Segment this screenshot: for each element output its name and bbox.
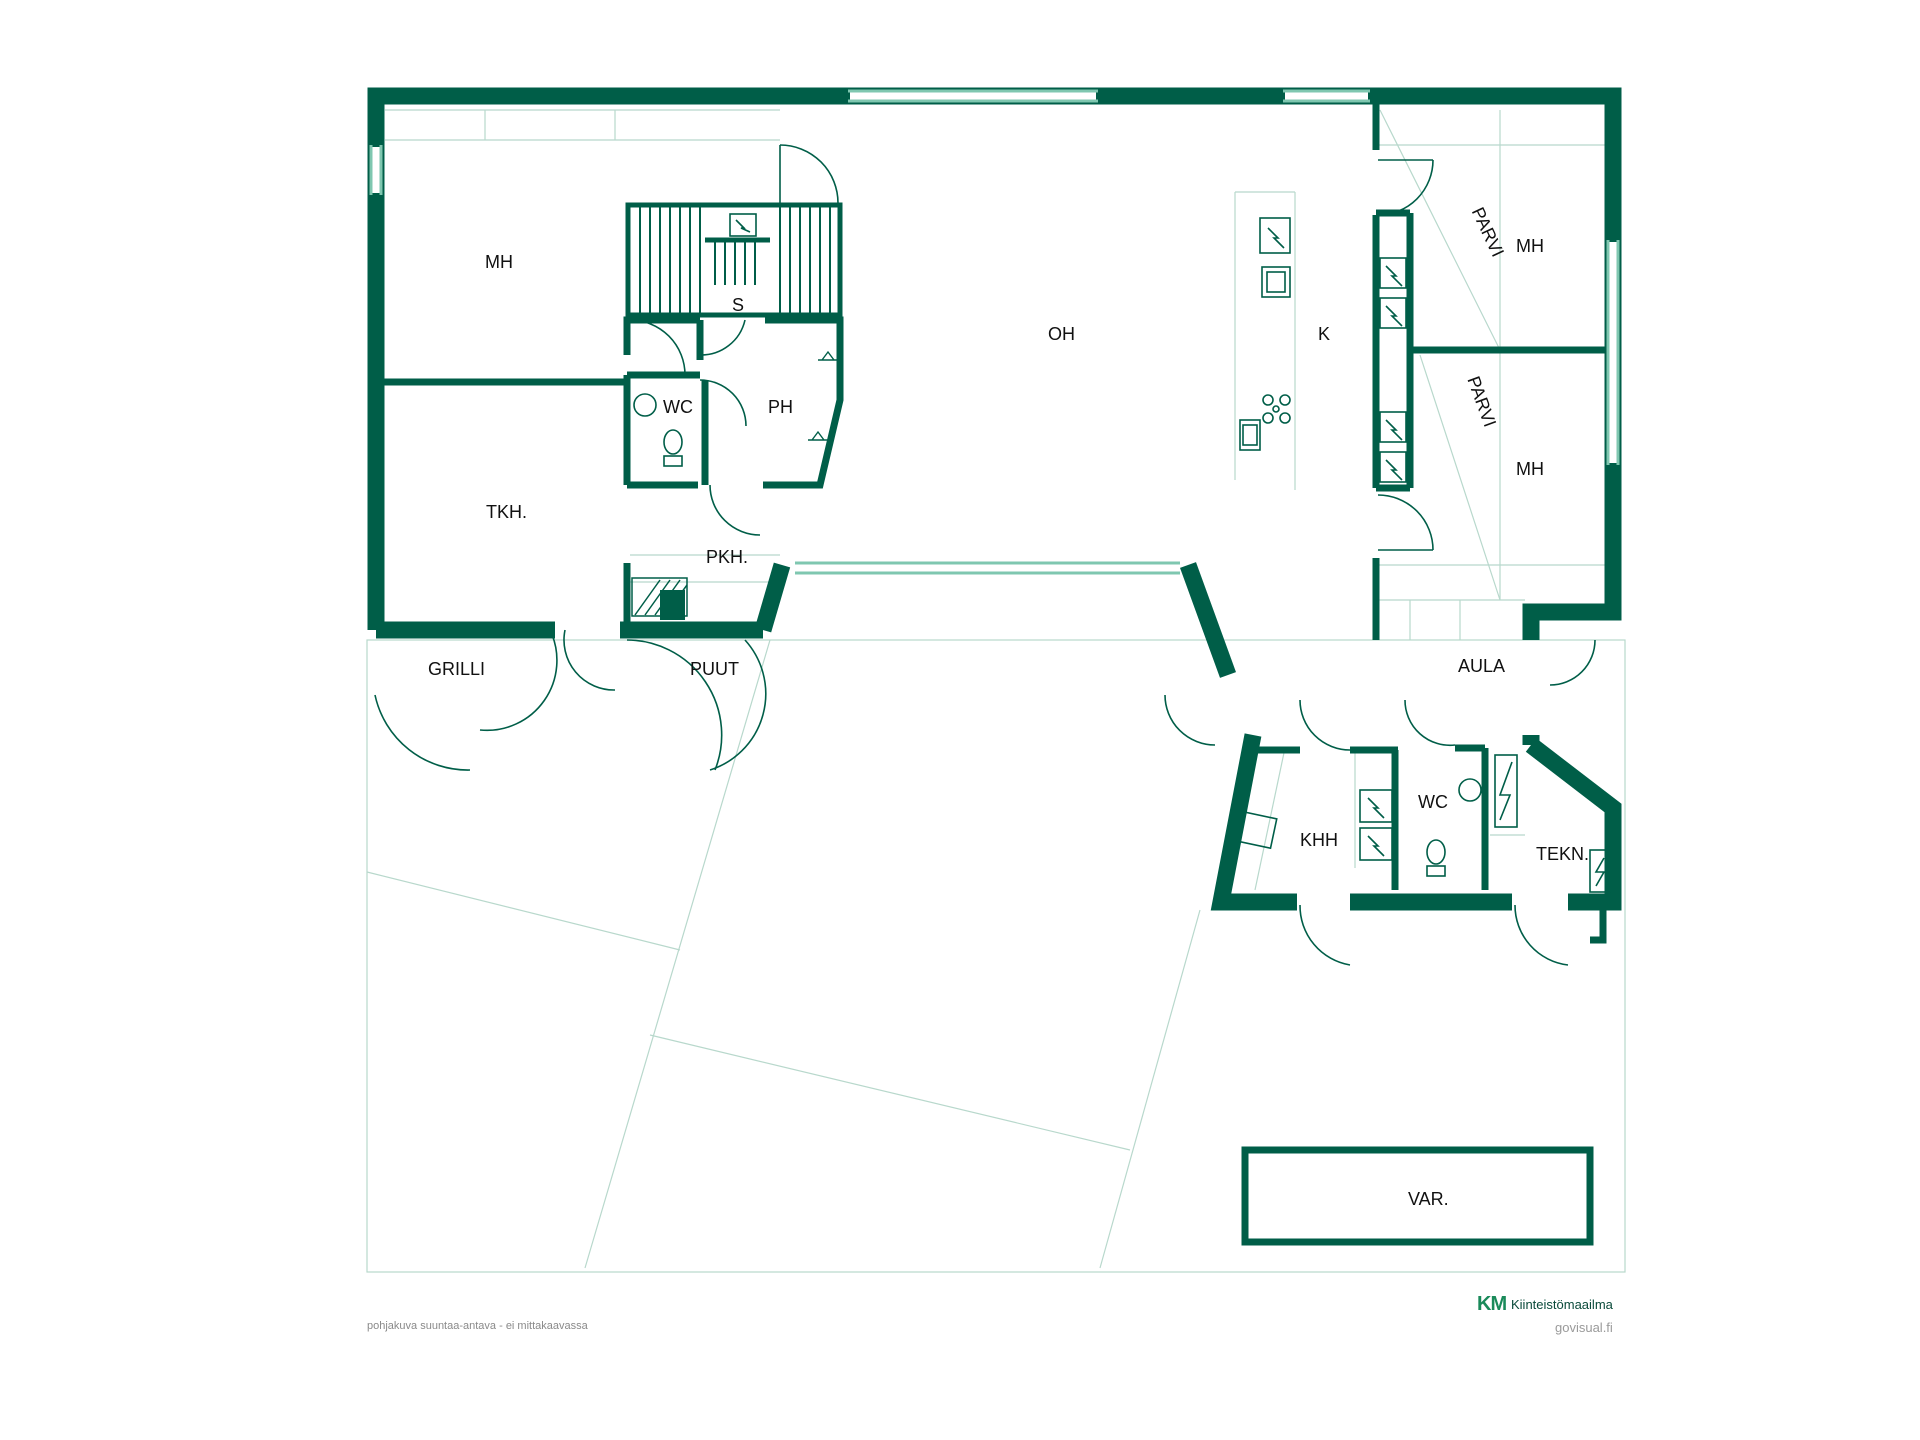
room-label-wc2: WC <box>1418 792 1448 812</box>
room-label-s: S <box>732 295 744 315</box>
walls <box>367 87 1622 911</box>
site-url: govisual.fi <box>1555 1320 1613 1335</box>
room-label-parvi1: PARVI <box>1468 204 1508 260</box>
room-label-pkh: PKH. <box>706 547 748 567</box>
room-label-tekn: TEKN. <box>1536 844 1589 864</box>
room-label-khh: KHH <box>1300 830 1338 850</box>
brand-name: Kiinteistömaailma <box>1511 1297 1613 1312</box>
toilet-icon <box>663 429 1446 877</box>
room-label-oh: OH <box>1048 324 1075 344</box>
washbasin-icon <box>633 393 1482 802</box>
stove-icon <box>1262 394 1291 424</box>
site-lines <box>366 109 1626 1273</box>
room-label-parvi2: PARVI <box>1463 374 1500 430</box>
appliance-icon <box>729 213 1611 893</box>
shower-icon <box>808 350 838 441</box>
room-label-mh1: MH <box>485 252 513 272</box>
room-label-grilli: GRILLI <box>428 659 485 679</box>
room-label-ph: PH <box>768 397 793 417</box>
room-labels: MH S OH K PARVI MH WC PH PARVI MH TKH. P… <box>428 204 1589 1209</box>
brand-logo: KM Kiinteistömaailma <box>1477 1293 1627 1317</box>
disclaimer-note: pohjakuva suuntaa-antava - ei mittakaava… <box>367 1320 588 1332</box>
room-label-k: K <box>1318 324 1330 344</box>
room-label-puut: PUUT <box>690 659 739 679</box>
door-swings <box>374 144 1596 966</box>
room-label-mh3: MH <box>1516 459 1544 479</box>
room-label-tkh: TKH. <box>486 502 527 522</box>
windows <box>369 89 1620 575</box>
sink-icon <box>1236 266 1291 850</box>
room-label-mh2: MH <box>1516 236 1544 256</box>
brand-mark: KM <box>1477 1293 1507 1315</box>
room-label-wc1: WC <box>663 397 693 417</box>
stair-treads <box>639 205 831 315</box>
room-label-var: VAR. <box>1408 1189 1449 1209</box>
room-label-aula: AULA <box>1458 656 1505 676</box>
